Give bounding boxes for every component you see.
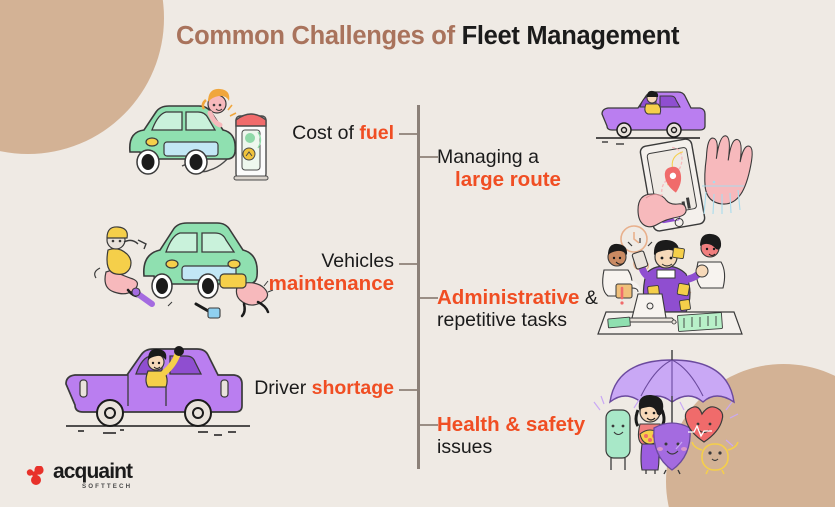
label-line-1: Vehicles xyxy=(321,250,394,272)
logo-mark-icon xyxy=(26,465,44,485)
label-text-suffix: & xyxy=(579,287,598,309)
illustration-green-car-at-fuel-pump xyxy=(118,86,278,186)
challenge-label-cost-of-fuel: Cost of fuel xyxy=(194,122,394,144)
tick-left-3 xyxy=(399,389,417,391)
challenge-label-health-safety-issues: Health & safety issues xyxy=(437,413,637,459)
label-line-1: Administrative & xyxy=(437,286,637,309)
page-title: Common Challenges of Fleet Management xyxy=(176,22,680,51)
challenge-label-vehicles-maintenance: Vehicles maintenance xyxy=(174,250,394,296)
illustration-mechanic-repairing-green-car xyxy=(86,212,276,327)
label-text-highlight: fuel xyxy=(359,122,394,144)
brand-logo[interactable]: acquaint SOFTTECH xyxy=(26,460,133,490)
label-line-1: Health & safety xyxy=(437,413,586,436)
label-text-highlight: shortage xyxy=(311,377,394,399)
logo-tagline: SOFTTECH xyxy=(82,483,133,490)
challenge-label-driver-shortage: Driver shortage xyxy=(164,377,394,399)
label-line-2: maintenance xyxy=(268,272,394,296)
label-text-highlight: Administrative xyxy=(437,286,580,309)
label-line-2: repetitive tasks xyxy=(437,309,568,332)
page-title-light: Common Challenges of xyxy=(176,22,462,50)
label-line-2: issues xyxy=(437,436,493,459)
page-title-bold: Fleet Management xyxy=(461,22,680,50)
label-line-1: Managing a xyxy=(437,146,539,168)
illustration-purple-pickup-truck-with-driver xyxy=(58,340,258,440)
logo-name: acquaint xyxy=(53,460,133,483)
tick-right-3 xyxy=(420,424,438,426)
label-text-plain: Cost of xyxy=(292,122,360,144)
challenge-label-managing-a-large-route: Managing a large route xyxy=(437,146,627,192)
tick-left-2 xyxy=(399,263,417,265)
label-line-2: large route xyxy=(455,168,561,192)
tick-left-1 xyxy=(399,133,417,135)
label-text-plain: Driver xyxy=(254,377,312,399)
tick-right-1 xyxy=(420,156,438,158)
center-divider-line xyxy=(417,105,420,469)
challenge-label-administrative-repetitive-tasks: Administrative & repetitive tasks xyxy=(437,286,637,332)
illustration-hand-holding-phone-with-route-map xyxy=(592,86,753,232)
illustration-busy-office-workers-at-desk xyxy=(582,224,757,336)
tick-right-2 xyxy=(420,297,438,299)
illustration-umbrella-protecting-characters xyxy=(592,350,760,475)
